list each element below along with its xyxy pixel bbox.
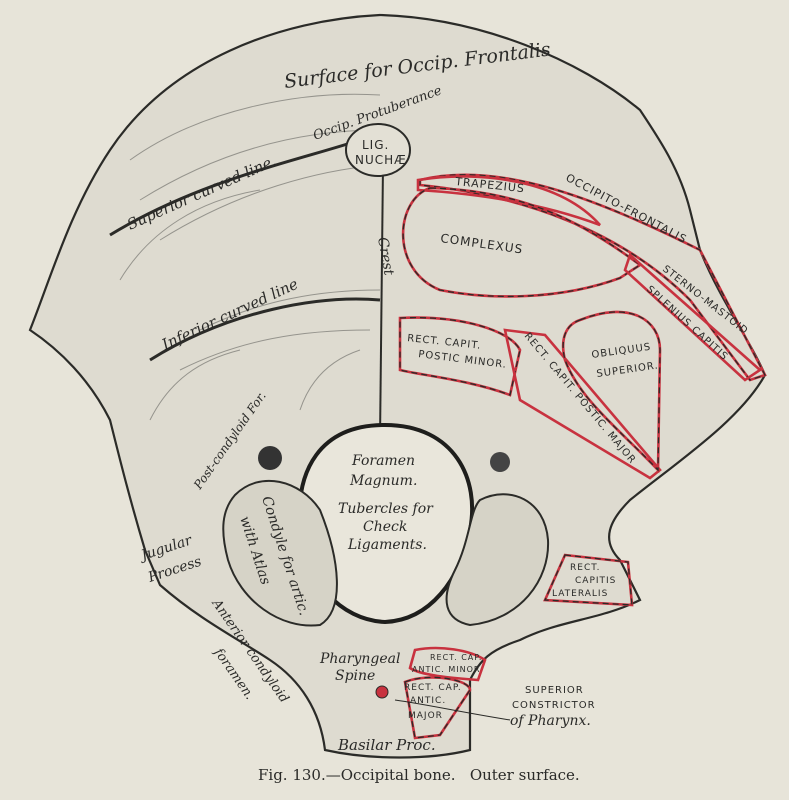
superior-curved-line	[109, 138, 361, 237]
label-basilar-proc: Basilar Proc.	[337, 736, 436, 754]
shading-lower	[119, 189, 361, 421]
label-nuchae: NUCHÆ	[355, 153, 407, 167]
foramen-magnum	[297, 422, 475, 625]
occipital-bone-outline	[28, 13, 767, 759]
crest-line	[379, 164, 384, 441]
label-tubercles-1: Tubercles for	[338, 501, 434, 517]
label-foramen: Foramen	[351, 453, 415, 469]
label-rect-cap-antic-major-3: MAJOR	[408, 711, 443, 721]
label-rect-capitis-lateralis-1: RECT.	[570, 563, 601, 573]
left-condyle	[222, 479, 338, 627]
label-tubercles-3: Ligaments.	[347, 537, 427, 553]
label-rect-capitis-lateralis-2: CAPITIS	[575, 576, 616, 586]
label-rect-cap-antic-major-2: ANTIC.	[410, 696, 446, 706]
label-rect-cap-antic-minor-1: RECT. CAP.	[430, 653, 482, 662]
label-pharyngeal-2: Spine	[335, 668, 375, 684]
label-superior-constrictor-2: CONSTRICTOR	[512, 700, 596, 711]
label-lig: LIG.	[362, 138, 389, 152]
inferior-curved-line	[149, 297, 381, 362]
label-superior-constrictor-1: SUPERIOR	[525, 685, 584, 696]
post-condyloid-foramen-right	[490, 452, 510, 472]
label-rect-cap-antic-major-1: RECT. CAP.	[404, 683, 462, 693]
label-rect-capitis-lateralis-3: LATERALIS	[552, 589, 608, 599]
label-crest: Crest	[374, 236, 397, 277]
label-tubercles-2: Check	[363, 519, 407, 535]
label-magnum: Magnum.	[349, 473, 417, 489]
post-condyloid-foramen	[258, 446, 282, 470]
shading	[129, 93, 381, 371]
constrictor-leader-line	[394, 699, 511, 721]
occipital-protuberance	[345, 123, 411, 177]
right-condyle	[445, 493, 550, 627]
figure-caption: Fig. 130.—Occipital bone. Outer surface.	[258, 766, 580, 784]
label-pharyngeal-1: Pharyngeal	[319, 651, 400, 667]
label-rect-cap-antic-minor-2: ANTIC. MINOR	[412, 665, 480, 674]
muscle-outlines	[398, 173, 767, 740]
pharyngeal-spine	[375, 685, 389, 699]
label-superior-constrictor-3: of Pharynx.	[510, 713, 591, 729]
